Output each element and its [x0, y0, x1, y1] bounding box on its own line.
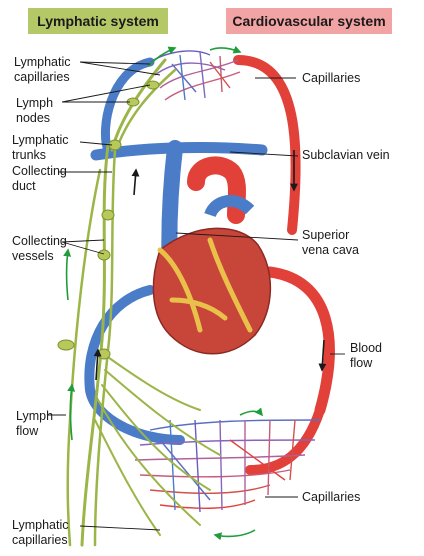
artery-loop-bottom [245, 405, 325, 475]
label-collecting-duct: Collecting duct [12, 164, 67, 193]
artery-loop-right [233, 55, 301, 235]
cardiovascular-system-header: Cardiovascular system [226, 8, 392, 34]
label-subclavian-vein: Subclavian vein [302, 148, 390, 162]
pulmonary-trunk [204, 195, 255, 218]
label-lymph-flow: Lymph flow [16, 409, 54, 438]
label-lymph-nodes: Lymph nodes [16, 96, 54, 125]
label-blood-flow: Blood flow [350, 341, 382, 370]
label-lymphatic-trunks: Lymphatic trunks [12, 133, 69, 162]
artery-loop-lower [264, 266, 335, 416]
label-capillaries-bottom: Capillaries [302, 490, 361, 504]
circulation-loops [84, 55, 335, 475]
label-lymphatic-capillaries-bottom: Lymphatic capillaries [12, 518, 69, 547]
leader-lines [48, 61, 345, 531]
capillary-bed-top [149, 50, 241, 101]
label-superior-vena-cava: Superior vena cava [302, 228, 359, 257]
heart-body [152, 227, 272, 355]
label-capillaries-top: Capillaries [302, 71, 361, 85]
heart-fat [157, 237, 253, 333]
label-collecting-vessels: Collecting vessels [12, 234, 67, 263]
lymph-flow-arrows [63, 45, 264, 541]
lymphatic-system-header: Lymphatic system [28, 8, 168, 34]
capillary-bed-bottom [134, 419, 321, 513]
blood-flow-arrows [93, 150, 327, 381]
heart [152, 156, 272, 355]
label-lymphatic-capillaries-top: Lymphatic capillaries [14, 55, 71, 84]
vein-loop-top [101, 57, 155, 155]
